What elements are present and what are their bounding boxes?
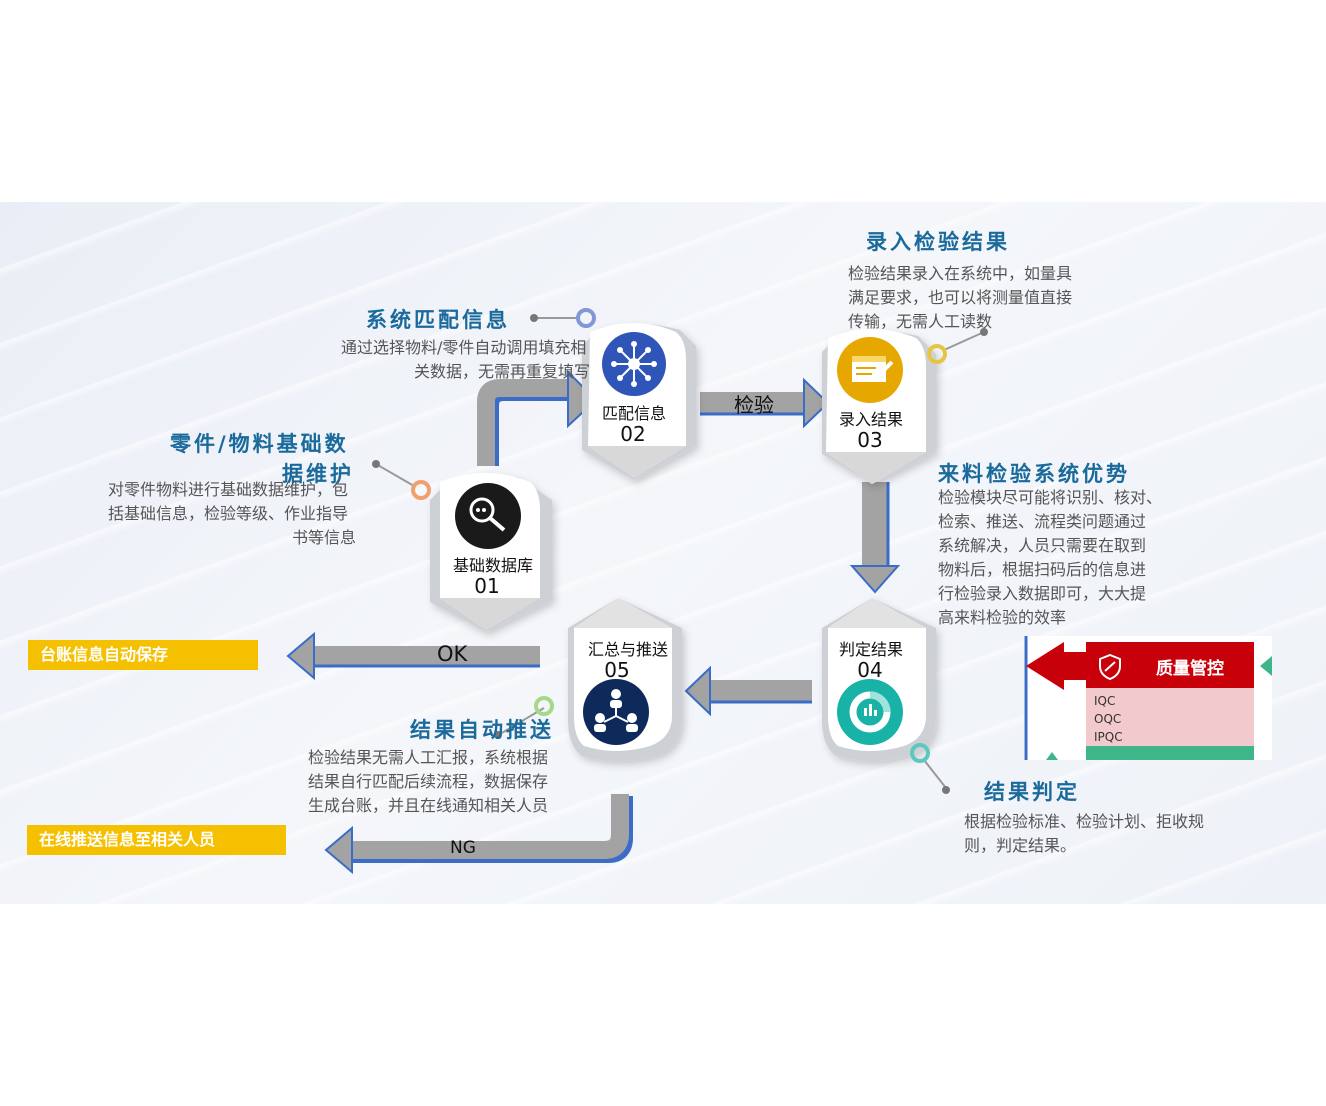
quality-item-oqc: OQC: [1094, 712, 1122, 726]
tag-ledger-autosave: 台账信息自动保存: [28, 640, 258, 670]
arrow-label-inspect: 检验: [734, 393, 774, 417]
quality-control-panel: 质量管控 IQC OQC IPQC: [1024, 636, 1272, 760]
form-edit-icon: [837, 337, 903, 403]
node-01-number: 01: [474, 574, 500, 598]
node-03-number: 03: [857, 428, 883, 452]
section-entry-desc-1: 检验结果录入在系统中，如量具: [848, 264, 1073, 283]
network-icon: [602, 332, 666, 396]
section-push-desc-1: 检验结果无需人工汇报，系统根据: [308, 748, 549, 767]
people-network-icon: [583, 679, 649, 745]
arrow-label-ok: OK: [437, 642, 468, 666]
section-base-title-line1: 零件/物料基础数: [170, 432, 349, 456]
section-judge-desc-1: 根据检验标准、检验计划、拒收规: [964, 812, 1205, 831]
section-advantage-desc-2: 检索、推送、流程类问题通过: [938, 512, 1147, 531]
section-push-title: 结果自动推送: [410, 718, 554, 742]
section-judge-title: 结果判定: [984, 780, 1080, 804]
section-advantage-desc-3: 系统解决，人员只需要在取到: [938, 536, 1147, 555]
tag-online-notify: 在线推送信息至相关人员: [27, 825, 286, 855]
node-02-number: 02: [620, 422, 646, 446]
ring-chart-icon: [837, 679, 903, 745]
section-advantage-desc-4: 物料后，根据扫码后的信息进: [938, 560, 1147, 579]
quality-item-iqc: IQC: [1094, 694, 1116, 708]
section-base-desc-2: 括基础信息，检验等级、作业指导: [108, 504, 349, 523]
node-03-label: 录入结果: [838, 410, 903, 429]
node-01-label: 基础数据库: [452, 556, 533, 575]
pin-match: [530, 308, 596, 328]
section-entry-desc-3: 传输，无需人工读数: [848, 312, 993, 331]
arrow-01-to-02: [477, 369, 598, 466]
node-04-label: 判定结果: [838, 640, 903, 659]
arrow-label-ng: NG: [450, 838, 476, 858]
section-advantage-desc-1: 检验模块尽可能将识别、核对、: [938, 488, 1163, 507]
node-02-label: 匹配信息: [601, 404, 666, 423]
arrow-ng: [324, 794, 633, 875]
node-04-number: 04: [857, 658, 883, 682]
section-advantage-desc-5: 行检验录入数据即可，大大提: [938, 584, 1147, 603]
pin-judge: [910, 743, 950, 794]
section-match-title: 系统匹配信息: [366, 308, 510, 332]
key-search-icon: [455, 483, 521, 549]
section-base-desc-3: 书等信息: [292, 528, 357, 547]
section-advantage-title: 来料检验系统优势: [938, 462, 1130, 486]
pin-push: [494, 696, 554, 739]
pin-base: [372, 460, 431, 500]
section-entry-desc-2: 满足要求，也可以将测量值直接: [848, 288, 1073, 307]
arrow-03-to-04: [849, 482, 901, 594]
section-push-desc-3: 生成台账，并且在线通知相关人员: [308, 796, 549, 815]
node-05-label: 汇总与推送: [587, 640, 668, 659]
section-push-desc-2: 结果自行匹配后续流程，数据保存: [308, 772, 549, 791]
section-entry-title: 录入检验结果: [866, 230, 1010, 254]
shield-icon: [1099, 654, 1121, 680]
quality-item-ipqc: IPQC: [1094, 730, 1123, 744]
section-base-title-line2: 据维护: [282, 462, 354, 486]
quality-control-graphic: [1024, 636, 1272, 760]
node-05-number: 05: [604, 658, 630, 682]
arrow-ok: [286, 631, 540, 681]
quality-control-title: 质量管控: [1156, 659, 1224, 679]
section-advantage-desc-6: 高来料检验的效率: [938, 608, 1067, 627]
arrow-02-to-03: [700, 377, 830, 429]
arrow-04-to-05: [684, 665, 812, 717]
section-judge-desc-2: 则，判定结果。: [964, 836, 1077, 855]
section-match-desc-1: 通过选择物料/零件自动调用填充相: [341, 338, 587, 357]
pin-entry: [927, 328, 988, 364]
section-base-desc-1: 对零件物料进行基础数据维护，包: [108, 480, 349, 499]
background-band: [0, 202, 1326, 904]
section-match-desc-2: 关数据，无需再重复填写: [414, 362, 591, 381]
